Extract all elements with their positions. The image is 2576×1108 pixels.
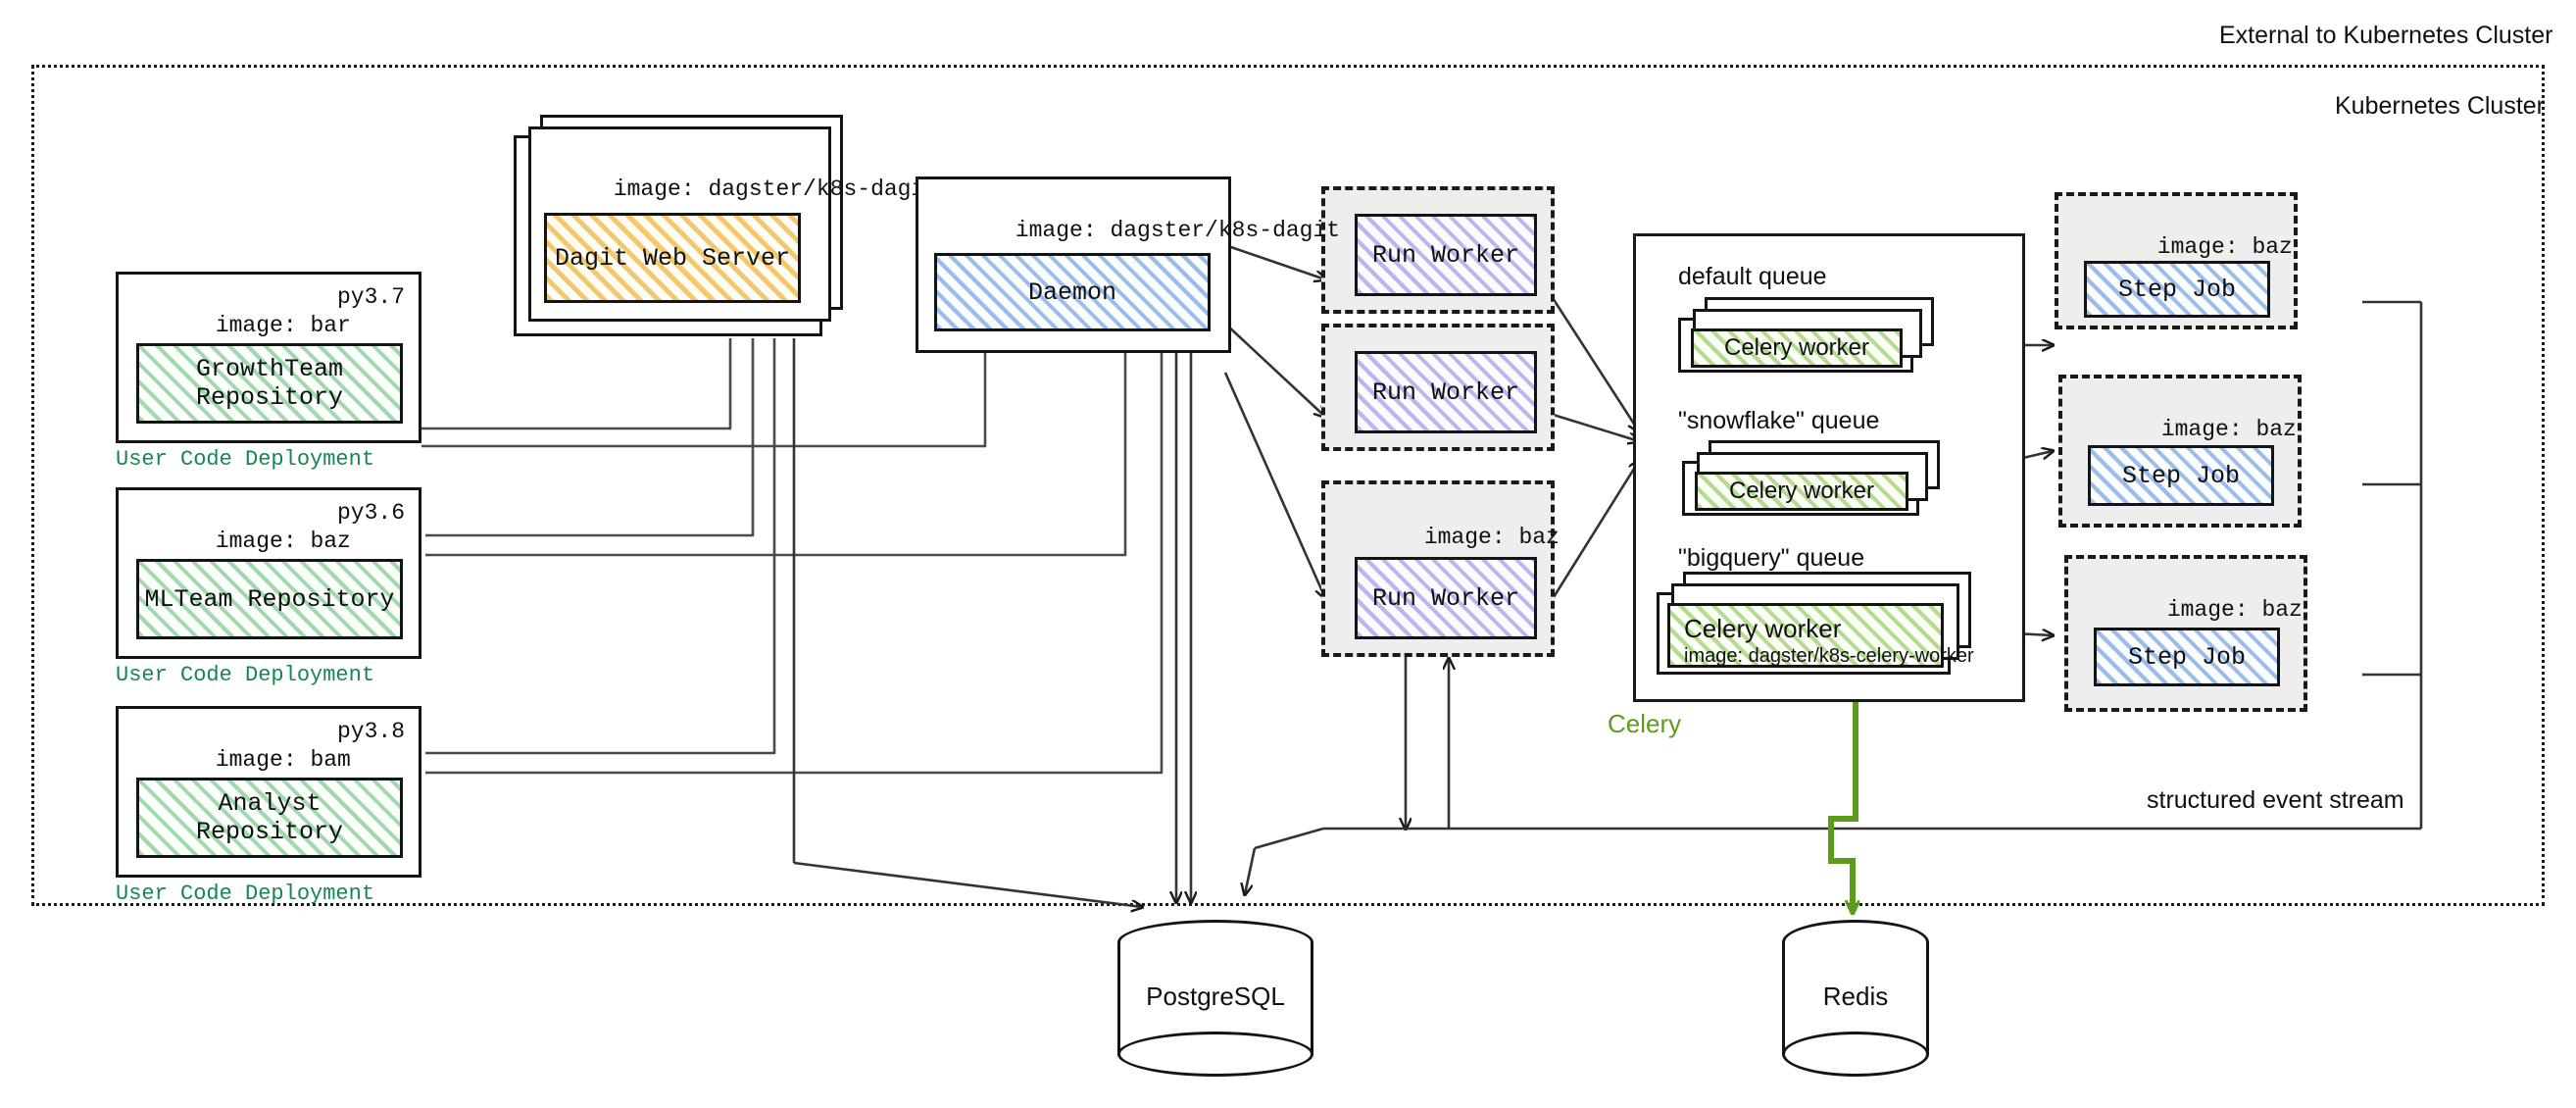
deployment-1-python: py3.7 xyxy=(336,284,405,310)
celery-worker-card-bigquery[interactable]: Celery worker image: dagster/k8s-celery-… xyxy=(1657,572,1974,675)
dagit-web-server-box[interactable]: Dagit Web Server xyxy=(544,213,801,303)
deployment-1-label: User Code Deployment xyxy=(116,447,375,472)
step-job-pod-2[interactable]: image: baz tag: 6 Step Job xyxy=(2058,375,2302,528)
redis-cylinder-cap xyxy=(1785,943,1926,967)
growthteam-repository-box[interactable]: GrowthTeam Repository xyxy=(136,343,403,424)
daemon-image: image: dagster/k8s-dagit xyxy=(1015,218,1341,244)
dagit-image: image: dagster/k8s-dagit xyxy=(613,176,939,203)
deployment-2-python: py3.6 xyxy=(336,500,405,526)
postgresql-database[interactable]: PostgreSQL xyxy=(1117,920,1313,1077)
celery-worker-box-snowflake[interactable]: Celery worker xyxy=(1695,472,1908,511)
analyst-repository-box[interactable]: Analyst Repository xyxy=(136,778,403,858)
redis-label: Redis xyxy=(1822,982,1889,1011)
postgresql-cylinder-cap xyxy=(1120,943,1311,967)
external-cluster-label: External to Kubernetes Cluster xyxy=(2219,22,2553,49)
deployment-3-python: py3.8 xyxy=(336,719,405,744)
run-worker-box-1[interactable]: Run Worker xyxy=(1355,214,1537,296)
deployment-3-image: image: bam xyxy=(215,747,351,774)
step-job-2-image: image: baz xyxy=(2160,417,2297,443)
kubernetes-cluster-region xyxy=(31,65,2545,906)
postgresql-label: PostgreSQL xyxy=(1146,982,1285,1011)
deployment-3-label: User Code Deployment xyxy=(116,881,375,906)
step-job-pod-1[interactable]: image: baz tag: 6 Step Job xyxy=(2055,192,2298,329)
run-worker-box-2[interactable]: Run Worker xyxy=(1355,351,1537,433)
snowflake-queue-label: "snowflake" queue xyxy=(1678,407,1880,434)
run-worker-pod-1[interactable]: Run Worker xyxy=(1321,186,1555,314)
step-job-3-image: image: baz xyxy=(2166,597,2303,624)
deployment-2-label: User Code Deployment xyxy=(116,663,375,687)
daemon-box[interactable]: Daemon xyxy=(934,253,1211,331)
structured-event-stream-label: structured event stream xyxy=(2147,786,2404,814)
run-worker-pod-2[interactable]: Run Worker xyxy=(1321,324,1555,451)
step-job-1-image: image: baz xyxy=(2156,234,2293,261)
redis-database[interactable]: Redis xyxy=(1782,920,1929,1077)
redis-cylinder-bottom xyxy=(1782,1032,1929,1077)
run-worker-box-3[interactable]: Run Worker xyxy=(1355,557,1537,639)
user-code-deployment-1[interactable]: image: bar tag: 5 py3.7 GrowthTeam Repos… xyxy=(116,272,421,443)
deployment-1-image: image: bar xyxy=(215,313,351,339)
step-job-box-1[interactable]: Step Job xyxy=(2084,261,2270,318)
dagit-web-server-pod[interactable]: image: dagster/k8s-dagit tag: 0.11.0 Dag… xyxy=(514,115,938,336)
celery-worker-card-snowflake[interactable]: Celery worker xyxy=(1682,440,1940,516)
celery-worker-box-bigquery[interactable]: Celery worker image: dagster/k8s-celery-… xyxy=(1667,603,1974,668)
step-job-box-2[interactable]: Step Job xyxy=(2088,445,2274,506)
run-worker-3-image: image: baz xyxy=(1423,525,1560,551)
deployment-2-image: image: baz xyxy=(215,529,351,555)
celery-worker-box-default[interactable]: Celery worker xyxy=(1691,328,1903,368)
step-job-pod-3[interactable]: image: baz tag: 6 Step Job xyxy=(2064,555,2307,712)
kubernetes-cluster-label: Kubernetes Cluster xyxy=(2335,92,2546,120)
default-queue-label: default queue xyxy=(1678,263,1827,290)
bigquery-queue-label: "bigquery" queue xyxy=(1678,544,1865,572)
celery-label: Celery xyxy=(1608,709,1682,738)
daemon-pod[interactable]: image: dagster/k8s-dagit tag: 0.11.0 Dae… xyxy=(916,176,1340,353)
postgresql-cylinder-bottom xyxy=(1117,1032,1313,1077)
run-worker-pod-3[interactable]: image: baz tag: 6 Run Worker xyxy=(1321,480,1560,657)
user-code-deployment-3[interactable]: image: bam tag: latest py3.8 Analyst Rep… xyxy=(116,706,421,878)
user-code-deployment-2[interactable]: image: baz tag: 6 py3.6 MLTeam Repositor… xyxy=(116,487,421,659)
step-job-box-3[interactable]: Step Job xyxy=(2094,628,2280,686)
celery-worker-bigquery-image: image: dagster/k8s-celery-worker xyxy=(1684,645,1974,667)
celery-worker-card-default[interactable]: Celery worker xyxy=(1678,297,1934,373)
mlteam-repository-box[interactable]: MLTeam Repository xyxy=(136,559,403,639)
celery-worker-bigquery-title: Celery worker xyxy=(1684,614,1842,643)
